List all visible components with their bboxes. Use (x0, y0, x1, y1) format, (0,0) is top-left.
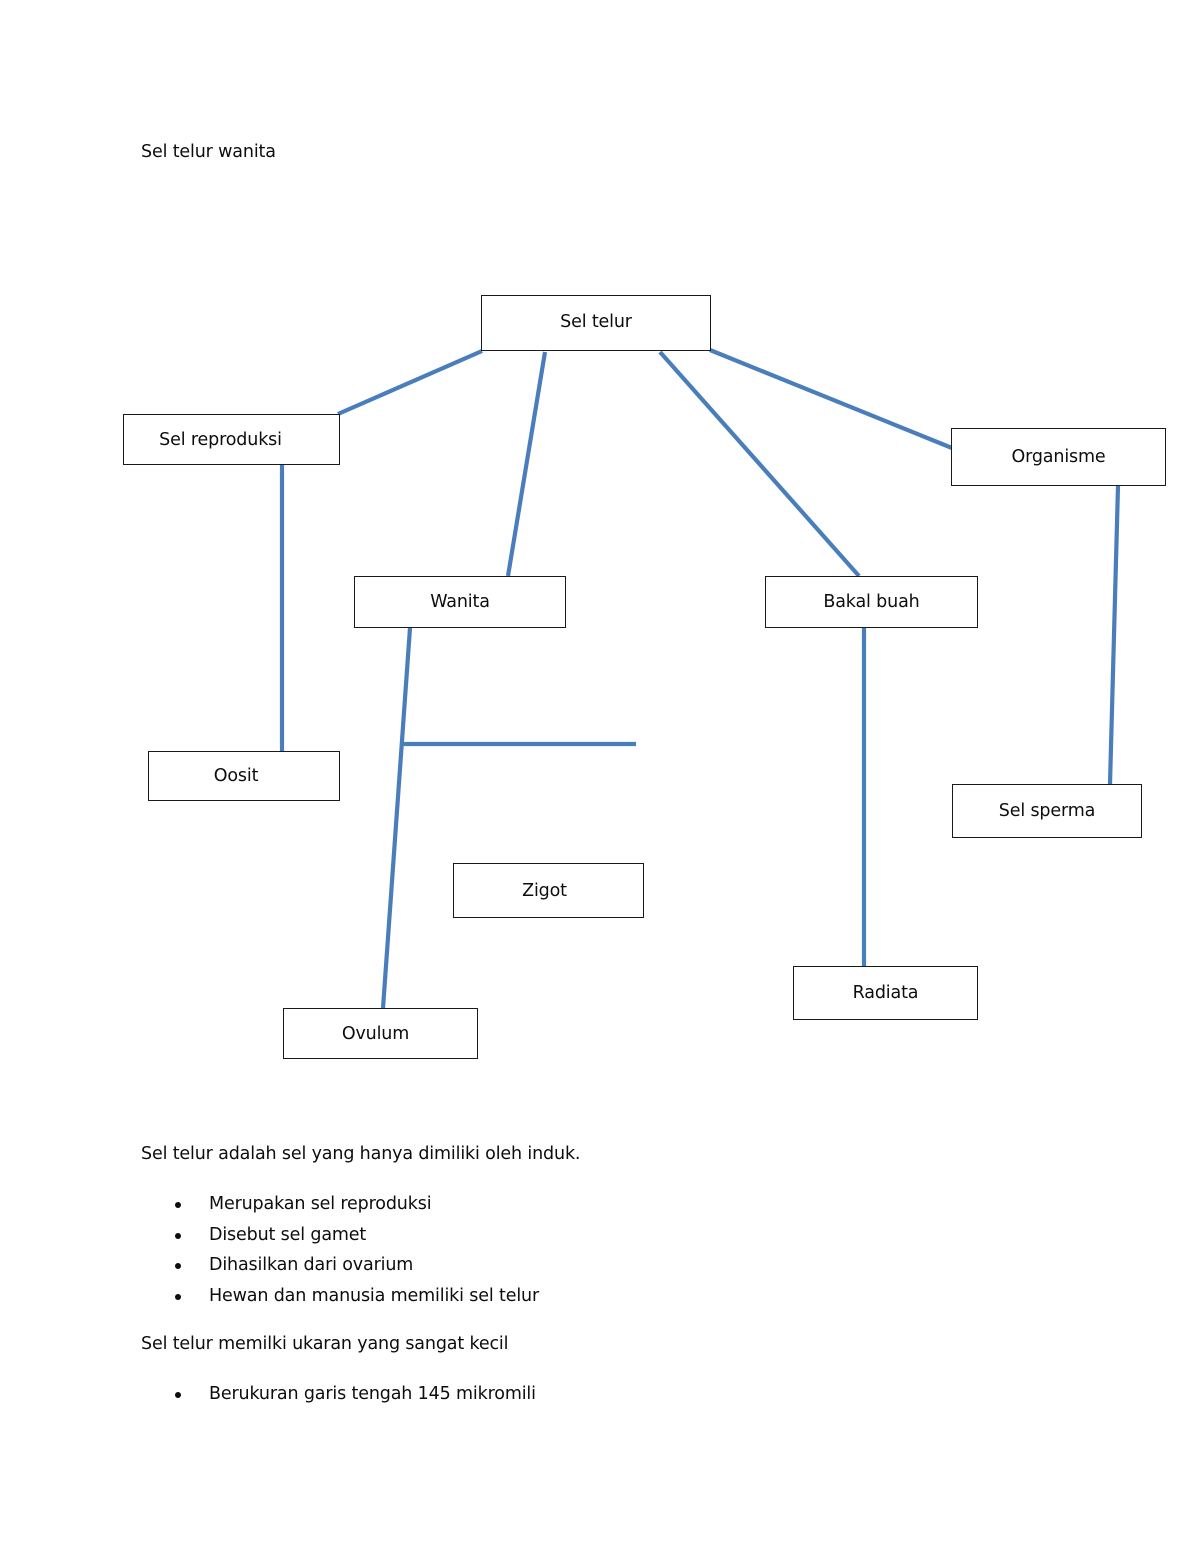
node-oosit[interactable]: Oosit (148, 751, 340, 801)
paragraph-size: Sel telur memilki ukaran yang sangat kec… (141, 1334, 509, 1354)
list-item: Merupakan sel reproduksi (141, 1189, 539, 1220)
node-radiata[interactable]: Radiata (793, 966, 978, 1020)
list-item: Berukuran garis tengah 145 mikromili (141, 1379, 536, 1410)
node-sel-sperma[interactable]: Sel sperma (952, 784, 1142, 838)
node-label: Sel reproduksi (159, 429, 282, 450)
node-label: Oosit (213, 766, 259, 786)
concept-map-diagram: Sel telur Sel reproduksi Organisme Wanit… (123, 295, 1166, 1059)
node-label: Radiata (852, 983, 919, 1003)
node-label: Sel sperma (998, 801, 1096, 821)
list-item: Hewan dan manusia memiliki sel telur (141, 1281, 539, 1312)
node-label: Zigot (522, 880, 567, 901)
list-item: Dihasilkan dari ovarium (141, 1250, 539, 1281)
node-label: Sel telur (560, 312, 632, 332)
node-organisme[interactable]: Organisme (951, 428, 1166, 486)
node-zigot[interactable]: Zigot (453, 863, 644, 918)
edge-sel-telur-sel-reproduksi (337, 349, 483, 416)
edge-wanita-ovulum (380, 627, 413, 1009)
node-ovulum[interactable]: Ovulum (283, 1008, 478, 1059)
bullet-list-size: Berukuran garis tengah 145 mikromili (141, 1379, 536, 1410)
edge-sel-telur-bakal-buah (658, 350, 861, 578)
connector-layer (279, 348, 1121, 1009)
paragraph-definition: Sel telur adalah sel yang hanya dimiliki… (141, 1144, 581, 1164)
node-wanita[interactable]: Wanita (354, 576, 566, 628)
node-sel-reproduksi[interactable]: Sel reproduksi (123, 414, 340, 465)
node-label: Bakal buah (823, 592, 920, 612)
node-bakal-buah[interactable]: Bakal buah (765, 576, 978, 628)
list-item: Disebut sel gamet (141, 1220, 539, 1251)
node-label: Wanita (430, 592, 490, 612)
edge-organisme-sel-sperma (1107, 485, 1121, 785)
node-label: Organisme (1011, 447, 1106, 467)
edge-sel-telur-organisme (709, 348, 953, 450)
node-label: Ovulum (341, 1023, 410, 1044)
page-title: Sel telur wanita (141, 142, 276, 162)
node-sel-telur[interactable]: Sel telur (481, 295, 711, 351)
bullet-list-properties: Merupakan sel reproduksi Disebut sel gam… (141, 1189, 539, 1311)
edge-sel-telur-wanita (505, 351, 548, 577)
